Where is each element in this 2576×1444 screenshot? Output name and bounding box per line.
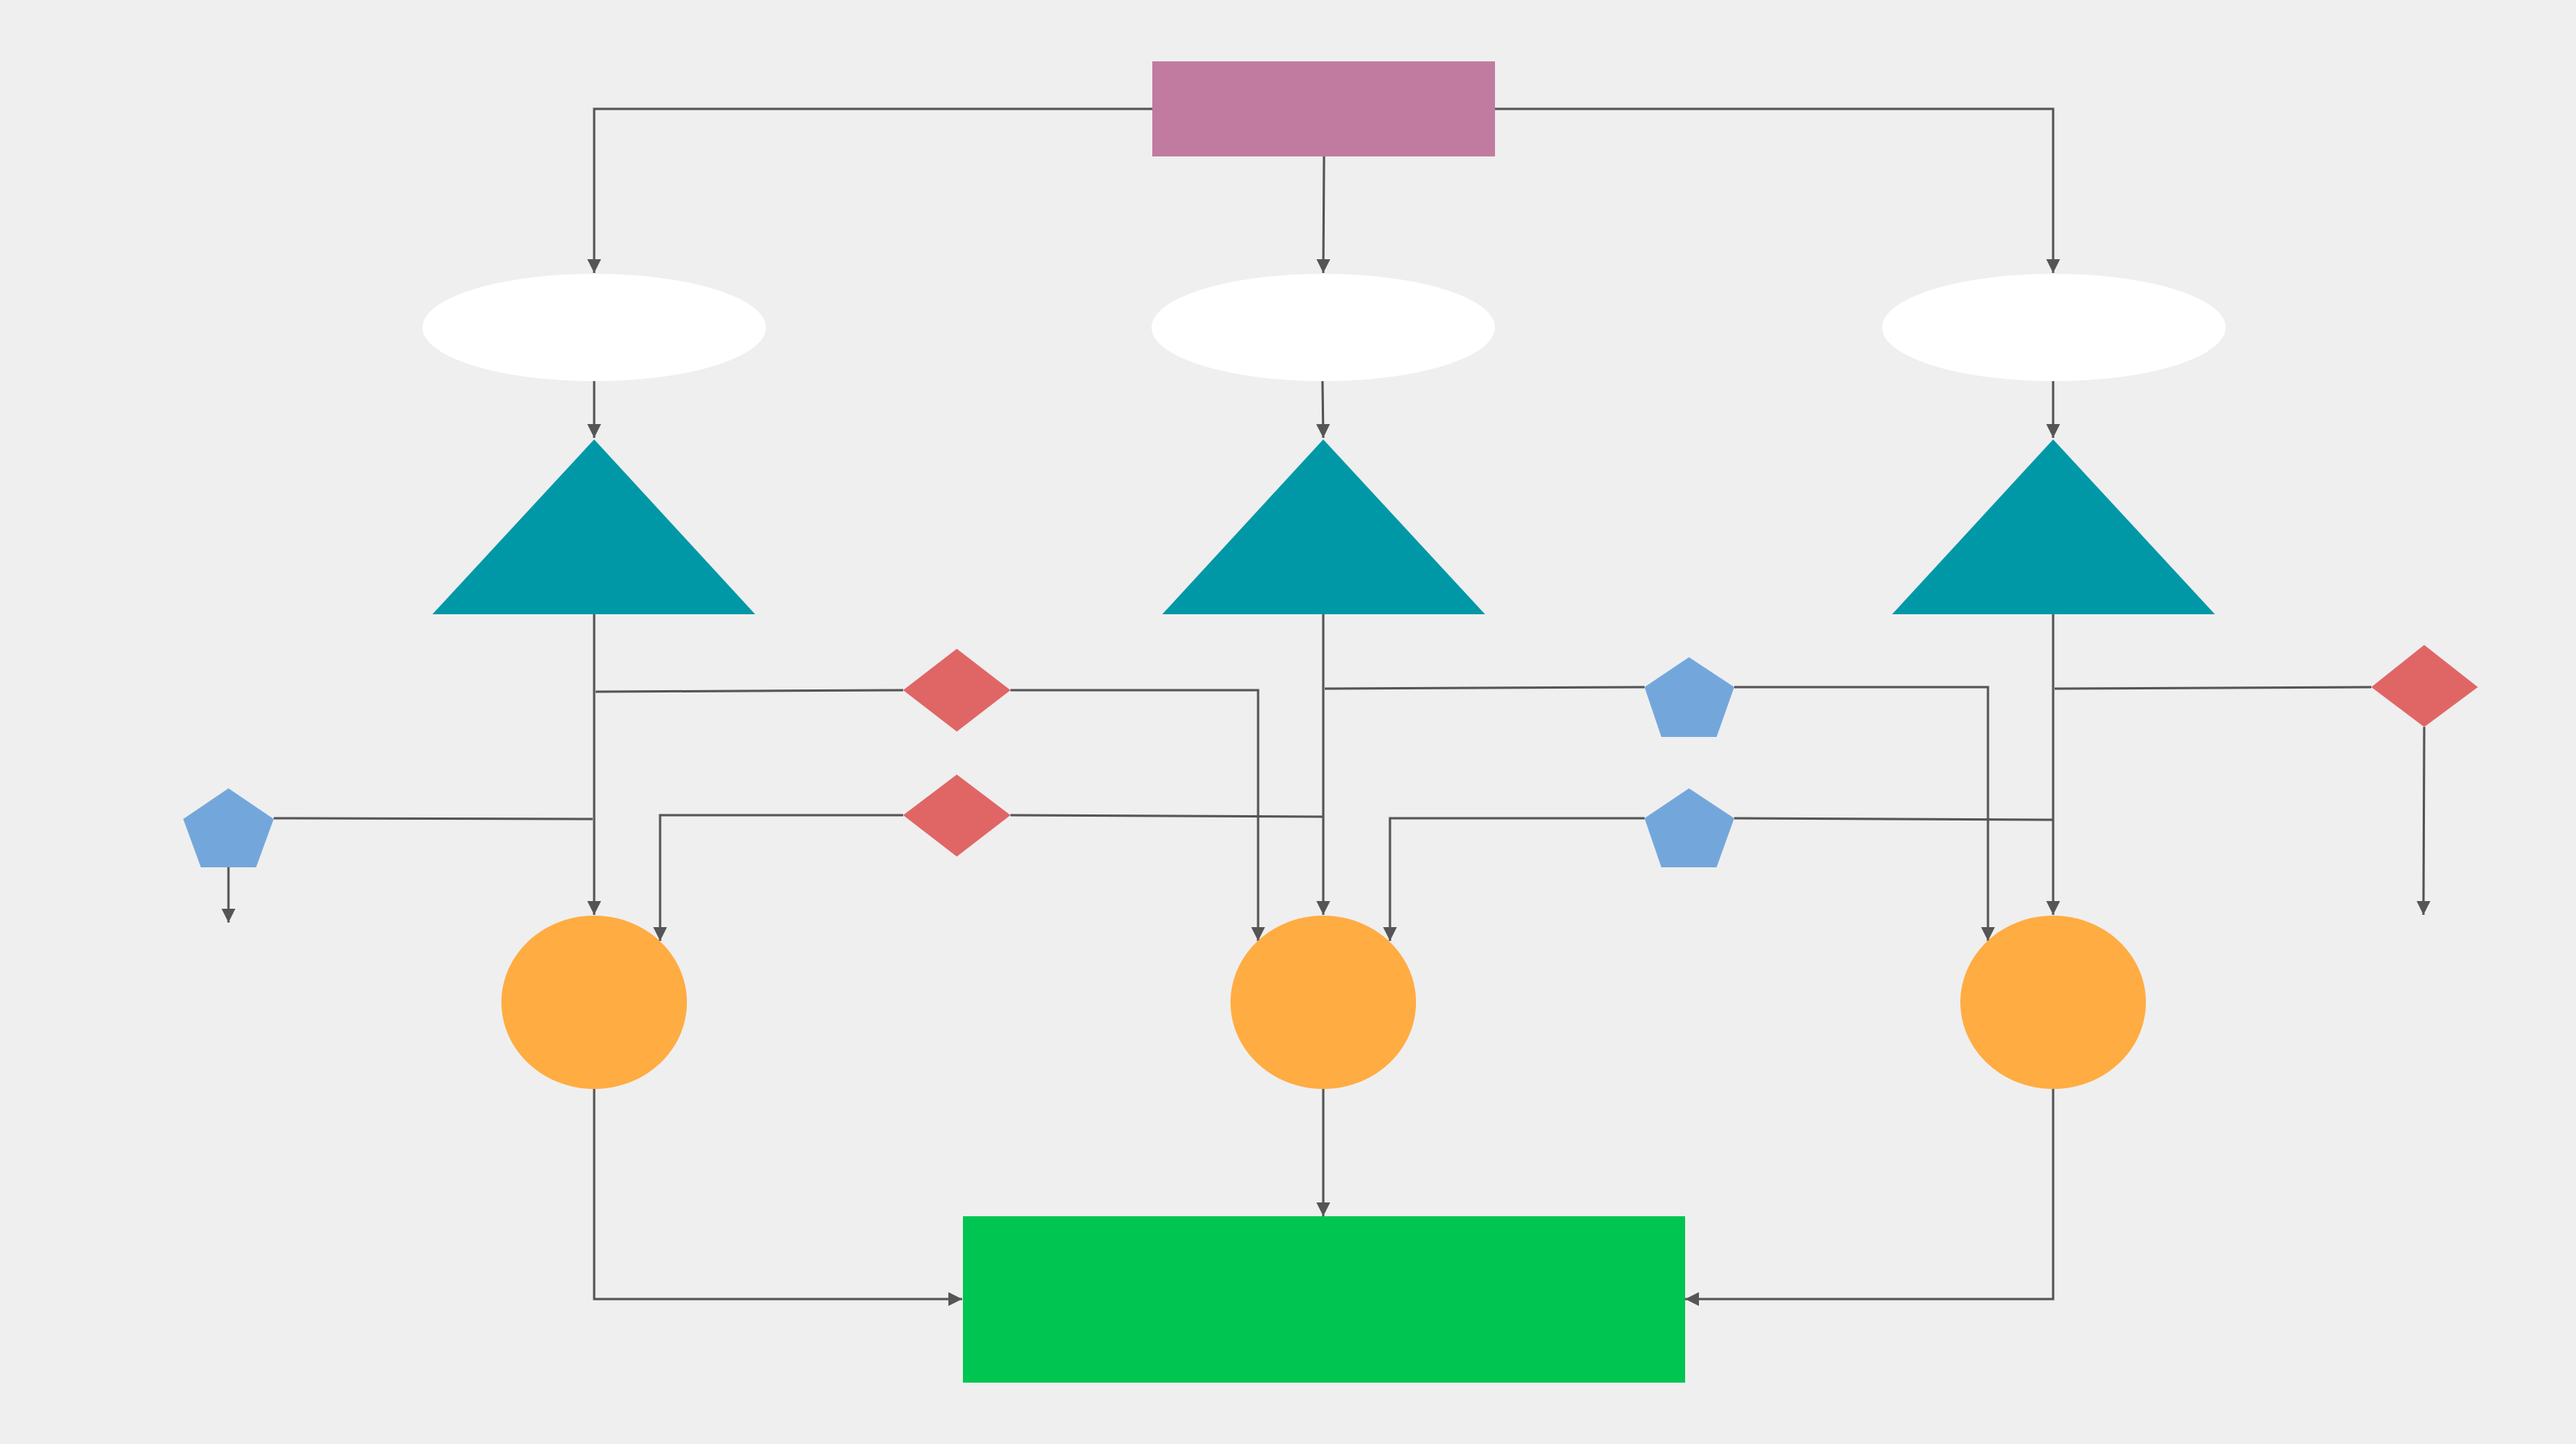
ellipse-node-1[interactable] xyxy=(422,274,766,381)
diamond-node-3[interactable] xyxy=(2371,645,2478,727)
connector-pentagon-3-to-circle-2[interactable] xyxy=(1383,817,1644,941)
triangle-node-2[interactable] xyxy=(1162,439,1485,614)
connector-ellipse-2-to-triangle-2[interactable] xyxy=(1316,380,1330,439)
root-rectangle[interactable] xyxy=(1152,61,1495,156)
circle-node-3[interactable] xyxy=(1960,916,2146,1089)
connectors xyxy=(222,107,2431,1306)
triangle-node-1[interactable] xyxy=(432,439,755,614)
connector-root-to-ellipse-3[interactable] xyxy=(1495,107,2060,273)
ellipse-node-2[interactable] xyxy=(1152,274,1495,381)
connector-diamond-3-out[interactable] xyxy=(2417,726,2431,916)
connector-trunk-2-to-pentagon-2[interactable] xyxy=(1324,686,1645,690)
circle-node-2[interactable] xyxy=(1230,916,1416,1089)
connector-trunk-3-to-diamond-3[interactable] xyxy=(2054,686,2372,690)
connector-diamond-2-to-circle-1[interactable] xyxy=(653,814,903,941)
circle-node-1[interactable] xyxy=(501,916,687,1089)
ellipse-node-3[interactable] xyxy=(1882,274,2226,381)
connector-trunk-1-to-diamond-1[interactable] xyxy=(595,689,904,693)
connector-pentagon-3-to-trunk-3[interactable] xyxy=(1733,817,2054,821)
diamond-node-1[interactable] xyxy=(903,649,1010,732)
connector-trunk-1-to-pentagon-1[interactable] xyxy=(273,817,593,821)
triangle-node-3[interactable] xyxy=(1892,439,2215,614)
diamond-node-2[interactable] xyxy=(903,775,1010,857)
pentagon-node-1[interactable] xyxy=(183,788,274,867)
pentagon-node-2[interactable] xyxy=(1644,657,1734,737)
connector-root-to-ellipse-2[interactable] xyxy=(1316,156,1331,274)
pentagon-node-3[interactable] xyxy=(1644,788,1734,867)
connector-diamond-1-to-circle-2[interactable] xyxy=(1010,689,1265,941)
sink-rectangle[interactable] xyxy=(963,1216,1685,1383)
connector-circle-3-to-sink[interactable] xyxy=(1685,1089,2055,1306)
connector-diamond-2-to-trunk-2[interactable] xyxy=(1010,814,1324,818)
connector-circle-1-to-sink[interactable] xyxy=(593,1089,962,1306)
connector-root-to-ellipse-1[interactable] xyxy=(587,107,1152,273)
connector-pentagon-2-to-circle-3[interactable] xyxy=(1734,686,1995,941)
